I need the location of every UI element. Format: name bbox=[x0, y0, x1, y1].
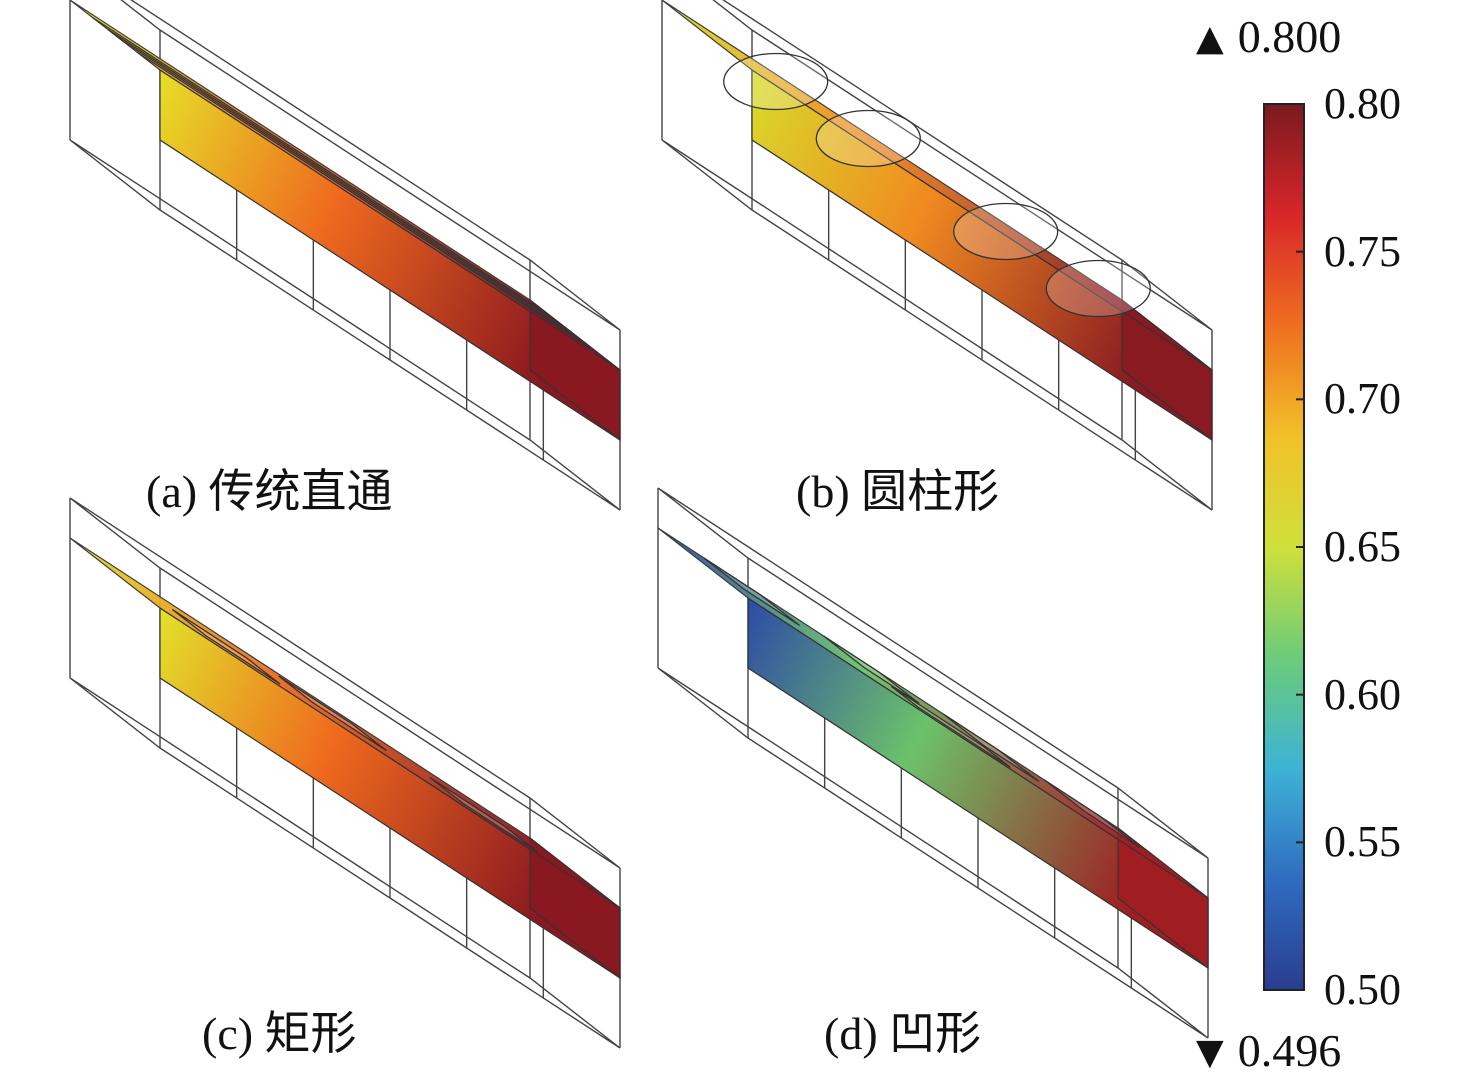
rectangular-recess bbox=[171, 608, 281, 685]
concave-notch bbox=[1044, 779, 1141, 849]
min-triangle-icon: ▼ bbox=[1196, 1032, 1224, 1073]
channel-panel-concave bbox=[657, 487, 1209, 1039]
rectangular-recess bbox=[278, 675, 387, 752]
channel-panel-cylinder bbox=[661, 0, 1213, 511]
colorbar-max-marker: ▲ 0.800 bbox=[1196, 12, 1341, 64]
colorbar-min-marker: ▼ 0.496 bbox=[1196, 1026, 1341, 1078]
straight-feature-group bbox=[92, 16, 598, 354]
colorbar-tick-label: 0.80 bbox=[1324, 79, 1401, 128]
colorbar-tick-label: 0.65 bbox=[1324, 522, 1401, 571]
cylinder-recess bbox=[953, 202, 1059, 261]
concave-notch bbox=[942, 713, 1040, 783]
rectangular-recess bbox=[429, 776, 538, 853]
panel-b-caption: (b) 圆柱形 bbox=[796, 466, 1000, 517]
colorbar bbox=[1263, 103, 1305, 991]
concave-notch bbox=[823, 635, 920, 705]
panel-c-caption: (c) 矩形 bbox=[202, 1008, 357, 1059]
flow-channel-top-face bbox=[661, 0, 1213, 371]
cylinder-recess bbox=[723, 52, 829, 111]
colorbar-tick-label: 0.60 bbox=[1324, 669, 1401, 719]
straight-groove bbox=[107, 28, 583, 342]
colorbar-max-value: 0.800 bbox=[1237, 11, 1342, 62]
channel-panel-rectangle bbox=[69, 497, 621, 1049]
rectangle-feature-group bbox=[171, 608, 538, 853]
cylinder-recess bbox=[815, 109, 921, 168]
colorbar-tick-label: 0.70 bbox=[1324, 374, 1401, 424]
panel-a-caption: (a) 传统直通 bbox=[146, 466, 393, 517]
colorbar-tick-label: 0.75 bbox=[1324, 226, 1401, 276]
cylinder-feature-group bbox=[723, 52, 1151, 318]
cylinder-recess bbox=[1045, 259, 1151, 318]
max-triangle-icon: ▲ bbox=[1196, 18, 1224, 59]
concave-notch bbox=[703, 557, 801, 627]
colorbar-tick-label: 0.55 bbox=[1324, 817, 1401, 867]
concave-feature-group bbox=[703, 557, 1141, 849]
colorbar-min-value: 0.496 bbox=[1237, 1025, 1342, 1076]
panel-d-caption: (d) 凹形 bbox=[824, 1008, 982, 1059]
wireframe-box bbox=[69, 497, 621, 1049]
concave-recess bbox=[891, 685, 1011, 769]
colorbar-tick-label: 0.50 bbox=[1324, 965, 1401, 1014]
channel-panel-straight bbox=[69, 0, 621, 511]
